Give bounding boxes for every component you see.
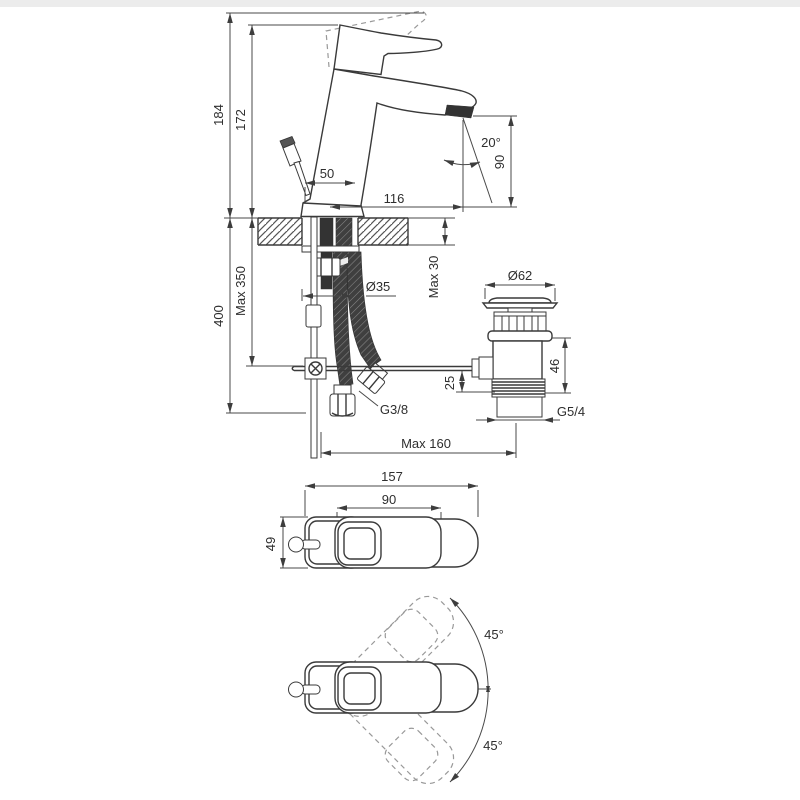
aerator	[444, 104, 475, 119]
dim-stream-angle: 20°	[481, 135, 501, 150]
popup-waste	[471, 297, 559, 418]
popup-linkage	[291, 216, 473, 459]
waste-body	[492, 340, 543, 380]
label-waste-thread: G5/4	[557, 404, 585, 419]
dim-lever-offset: 50	[320, 166, 334, 181]
handle-top	[334, 516, 442, 569]
waste-cage-ring	[493, 311, 547, 317]
dim-hose-length: 400	[211, 305, 226, 327]
handle-lever	[333, 24, 443, 76]
dim-spout-clearance: 90	[492, 155, 507, 169]
popup-knob-lever	[279, 135, 311, 197]
dim-total-height: 184	[211, 104, 226, 126]
popup-knob-swivel	[288, 681, 304, 698]
swivel-view: 45° 45°	[288, 595, 504, 785]
flex-hose-vertical	[332, 251, 354, 387]
dim-waste-flange-diameter: Ø62	[508, 268, 533, 283]
popup-knob-top	[288, 536, 304, 553]
dim-deck-thickness: Max 30	[426, 256, 441, 299]
dimension-labels: 184 172 400 Max 350 50 116 20° 90 Max 30…	[211, 104, 585, 451]
waste-cap-plate	[481, 302, 559, 309]
side-view: 184 172 400 Max 350 50 116 20° 90 Max 30…	[211, 10, 585, 459]
handle-cutout-swivel	[337, 666, 382, 711]
stud-lower	[320, 275, 333, 290]
dim-lower-angle: 45°	[483, 738, 503, 753]
waste-thread-section	[491, 378, 546, 398]
dim-hole-diameter: Ø35	[366, 279, 391, 294]
dim-upper-angle: 45°	[484, 627, 504, 642]
handle-cutout	[337, 521, 382, 566]
handle-swivel	[334, 661, 442, 714]
base-joint-line	[302, 202, 362, 207]
waste-port-cap	[471, 358, 480, 378]
handle-raised-ghost	[325, 10, 427, 68]
dim-linkage-drop: 25	[442, 376, 457, 390]
dim-rod-length: Max 350	[233, 266, 248, 316]
dim-aerator-height: 172	[233, 109, 248, 131]
dim-handle-length: 90	[382, 492, 396, 507]
dim-body-width: 49	[263, 537, 278, 551]
rod-connector	[305, 304, 322, 328]
top-view: 157 90 49	[263, 469, 479, 569]
hose-fitting-vertical	[329, 384, 356, 417]
waste-cap-dome	[488, 297, 552, 304]
dim-overall-length: 157	[381, 469, 403, 484]
waste-tailpipe	[496, 396, 543, 418]
dimension-lines	[224, 12, 571, 458]
top-strip	[0, 0, 800, 7]
label-hose-thread: G3/8	[380, 402, 408, 417]
dim-spout-reach: 116	[384, 191, 405, 206]
stud-upper	[320, 251, 333, 259]
waste-side-port	[478, 356, 494, 380]
dim-waste-distance: Max 160	[401, 436, 451, 451]
mounting-deck	[257, 217, 409, 246]
popup-rod	[310, 216, 318, 459]
dim-waste-height: 46	[547, 359, 562, 373]
waste-collar	[487, 330, 553, 342]
